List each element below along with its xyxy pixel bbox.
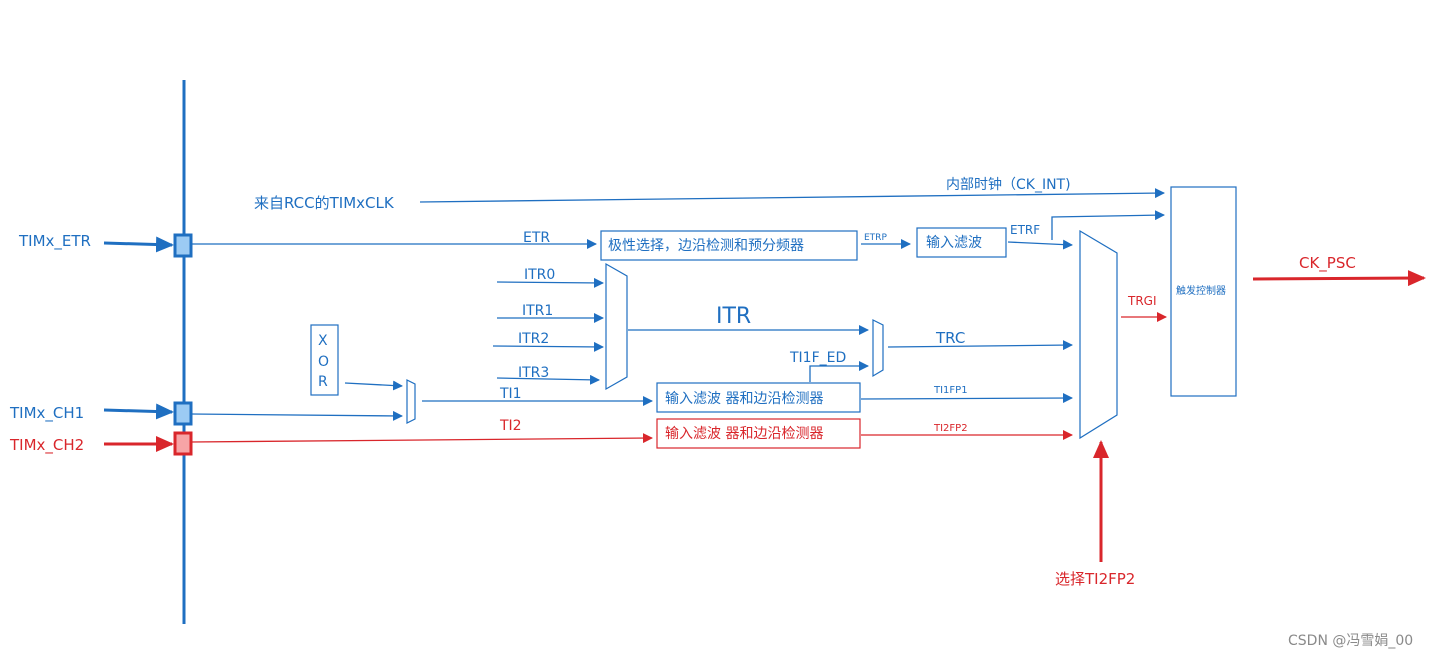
trigger-controller-block xyxy=(1170,186,1237,397)
trc-mux xyxy=(872,319,884,378)
itr3-label: ITR3 xyxy=(518,365,549,381)
ti2-line xyxy=(190,433,653,444)
xor-letter-r: R xyxy=(318,374,328,390)
ck-psc-arrow xyxy=(1252,270,1426,287)
etr-pin-label: TIMx_ETR xyxy=(18,232,91,251)
etrf-to-mux-line xyxy=(1007,239,1073,250)
trc-line xyxy=(887,340,1073,351)
ch1-pin-arrow xyxy=(103,403,174,420)
etrf-to-trigger-line xyxy=(1051,210,1165,240)
select-ti2fp2-label: 选择TI2FP2 xyxy=(1055,570,1135,588)
polarity-block xyxy=(600,230,858,261)
ti1fp1-line xyxy=(860,393,1073,404)
etr-pin-arrow xyxy=(103,236,174,253)
csdn-watermark: CSDN @冯雪娟_00 xyxy=(1288,633,1413,649)
etr-pin-square xyxy=(173,233,193,258)
itr0-label: ITR0 xyxy=(524,267,555,283)
etrf-label: ETRF xyxy=(1010,223,1040,237)
ti1-label: TI1 xyxy=(499,386,522,402)
polarity-block-label: 极性选择，边沿检测和预分频器 xyxy=(608,238,804,254)
ti1f-ed-line xyxy=(809,361,869,382)
trgi-label: TRGI xyxy=(1127,294,1157,308)
rcc-clk-label: 来自RCC的TIMxCLK xyxy=(254,194,395,212)
itr0-line xyxy=(496,277,604,288)
itr3-line xyxy=(496,374,600,385)
filter-edge-block-2-label: 输入滤波 器和边沿检测器 xyxy=(665,426,823,442)
etrp-label: ETRP xyxy=(864,233,887,243)
itr-mux xyxy=(605,262,628,391)
trigger-input-mux xyxy=(1079,229,1118,440)
itr-label: ITR xyxy=(716,304,751,329)
ck-int-label: 内部时钟（CK_INT) xyxy=(946,176,1071,193)
ch1-pin-square xyxy=(173,401,193,426)
ti1-mux xyxy=(406,379,416,424)
ck-psc-label: CK_PSC xyxy=(1299,254,1356,273)
trigger-controller-label: 触发控制器 xyxy=(1176,284,1226,297)
filter-edge-block-1-label: 输入滤波 器和边沿检测器 xyxy=(665,391,823,407)
filter-edge-block-2 xyxy=(656,418,861,449)
input-filter-block-label: 输入滤波 xyxy=(926,235,982,251)
ck-int-line xyxy=(419,188,1165,203)
xor-block xyxy=(310,324,339,396)
filter-edge-block-1 xyxy=(656,382,861,413)
itr2-line xyxy=(492,341,604,352)
ti2fp2-label: TI2FP2 xyxy=(933,423,968,434)
xor-out-line xyxy=(344,380,403,391)
ch2-pin-label: TIMx_CH2 xyxy=(9,436,84,455)
input-filter-block xyxy=(916,227,1007,258)
ti1fp1-label: TI1FP1 xyxy=(933,385,968,396)
itr1-label: ITR1 xyxy=(522,303,553,319)
xor-letter-o: O xyxy=(318,354,329,370)
ch1-to-mux-line xyxy=(190,410,403,421)
itr2-label: ITR2 xyxy=(518,331,549,347)
trc-label: TRC xyxy=(935,329,965,347)
etr-label: ETR xyxy=(523,230,550,246)
xor-letter-x: X xyxy=(318,333,328,349)
ti1f-ed-label: TI1F_ED xyxy=(789,350,846,366)
ti2-label: TI2 xyxy=(499,418,522,434)
ch2-pin-square xyxy=(173,431,193,456)
ch1-pin-label: TIMx_CH1 xyxy=(9,404,84,423)
